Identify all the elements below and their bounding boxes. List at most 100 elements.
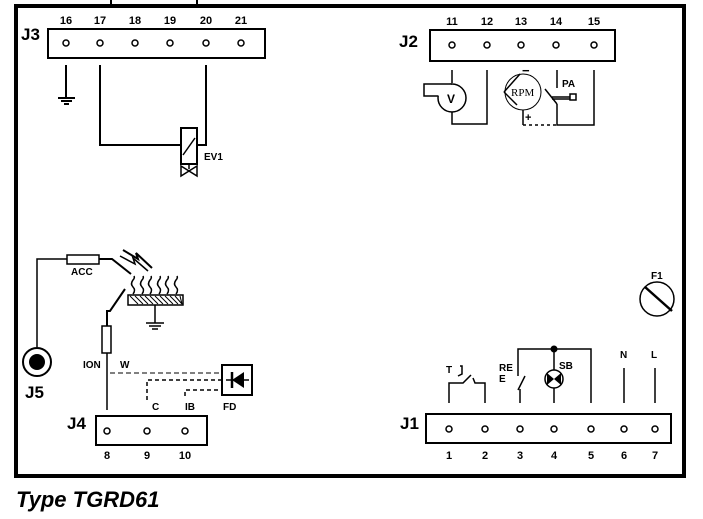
flame-icon	[164, 275, 170, 295]
j1-terminal-7	[651, 425, 659, 433]
j3-pin-label: 16	[60, 15, 72, 27]
connector-j3: J3 16 17 18 19 20 21	[21, 15, 266, 59]
j3-terminal-18	[131, 39, 139, 47]
j4-label: J4	[67, 414, 86, 433]
j2-label: J2	[399, 32, 418, 51]
j4-terminal-block	[95, 415, 208, 446]
flame-icon	[147, 275, 153, 295]
j2-pin-label: 11	[446, 16, 458, 28]
j3-terminal-20	[202, 39, 210, 47]
acc-electrode-icon	[66, 254, 100, 265]
j1-terminal-5	[587, 425, 595, 433]
diagram-title: Type TGRD61	[16, 487, 160, 512]
j3-terminal-17	[96, 39, 104, 47]
j3-pin-label: 21	[235, 15, 247, 27]
flame-detector-icon	[221, 364, 253, 396]
c-dashed-wire	[146, 379, 222, 400]
j2-terminal-11	[448, 41, 456, 49]
j2-pin-label: 12	[481, 16, 493, 28]
acc-wire	[36, 258, 67, 347]
thermostat-icon	[448, 365, 486, 403]
j2-terminal-12	[483, 41, 491, 49]
rpm-label: RPM	[511, 87, 534, 99]
fan-label: V	[447, 92, 455, 106]
ib-label: IB	[185, 402, 195, 413]
j4-terminal-9	[143, 427, 151, 435]
rpm-plus-label: +	[525, 112, 531, 124]
l-label: L	[651, 350, 657, 361]
ev1-wire-17	[99, 65, 181, 146]
flame-icon	[130, 275, 136, 295]
j1-pin-label: 2	[482, 450, 488, 462]
j1-terminal-2	[481, 425, 489, 433]
j3-terminal-21	[237, 39, 245, 47]
acc-label: ACC	[71, 267, 93, 278]
thermostat-label: T	[446, 365, 452, 376]
flame-icon	[139, 275, 145, 295]
j3-pin-label: 19	[164, 15, 176, 27]
j1-pin-label: 1	[446, 450, 452, 462]
pressure-switch-icon	[544, 88, 577, 105]
j4-pin-label: 8	[104, 450, 110, 462]
fd-label: FD	[223, 402, 236, 413]
switch-re-icon	[517, 375, 526, 403]
f1-label: F1	[651, 271, 663, 282]
j4-pin-label: 9	[144, 450, 150, 462]
acc-electrode-tip	[99, 258, 132, 275]
j4-terminal-10	[181, 427, 189, 435]
j3-pin-label: 20	[200, 15, 212, 27]
fan-icon: V	[423, 83, 467, 113]
j3-terminal-16	[62, 39, 70, 47]
j5-label: J5	[25, 383, 44, 402]
fan-wire-loop	[451, 70, 488, 125]
j2-pin-label: 14	[550, 16, 563, 28]
j1-pin-label: 4	[551, 450, 558, 462]
j1-pin-label: 5	[588, 450, 594, 462]
j5-socket-core	[29, 354, 45, 370]
j3-label: J3	[21, 25, 40, 44]
indicator-lamp-sb-icon	[544, 369, 564, 389]
ev1-wire-20	[197, 65, 207, 146]
j4-terminal-8	[103, 427, 111, 435]
ion-electrode-tip	[106, 288, 126, 326]
flame-icon	[156, 275, 162, 295]
j2-terminal-13	[517, 41, 525, 49]
solenoid-valve-icon	[180, 127, 198, 178]
rpm-sensor-icon: RPM	[503, 73, 542, 111]
connector-j4: J4 8 9 10	[67, 414, 208, 462]
j3-pin-label: 18	[129, 15, 141, 27]
pa-label: PA	[562, 79, 575, 90]
j1-pin-label: 7	[652, 450, 658, 462]
ev1-label: EV1	[204, 152, 223, 163]
rpm-minus-label: −	[522, 63, 530, 78]
j1-terminal-1	[445, 425, 453, 433]
j1-terminal-block	[425, 413, 672, 444]
ground-icon	[58, 97, 75, 105]
flame-icon	[173, 275, 179, 295]
ion-label: ION	[83, 360, 101, 371]
pa-wire-loop	[556, 70, 595, 126]
ib-dashed-wire	[184, 389, 222, 396]
j2-pin-label: 13	[515, 16, 527, 28]
j2-terminal-15	[590, 41, 598, 49]
j2-pin-label: 15	[588, 16, 600, 28]
j1-label: J1	[400, 414, 419, 433]
j1-terminal-3	[516, 425, 524, 433]
j1-terminal-6	[620, 425, 628, 433]
j1-pin-label: 6	[621, 450, 627, 462]
j3-pin-label: 17	[94, 15, 106, 27]
re-label: RE	[499, 363, 513, 374]
ion-electrode-icon	[101, 325, 112, 354]
n-label: N	[620, 350, 627, 361]
burner-icon	[127, 294, 184, 330]
j3-terminal-block	[47, 28, 266, 59]
board-outline	[14, 4, 686, 478]
spark-icon	[119, 249, 153, 272]
j1-terminal-4	[550, 425, 558, 433]
connector-j2: J2 11 12 13 14 15	[399, 16, 616, 62]
connector-j5: J5	[22, 347, 52, 402]
j4-pin-label: 10	[179, 450, 191, 462]
w-label: W	[120, 360, 130, 371]
